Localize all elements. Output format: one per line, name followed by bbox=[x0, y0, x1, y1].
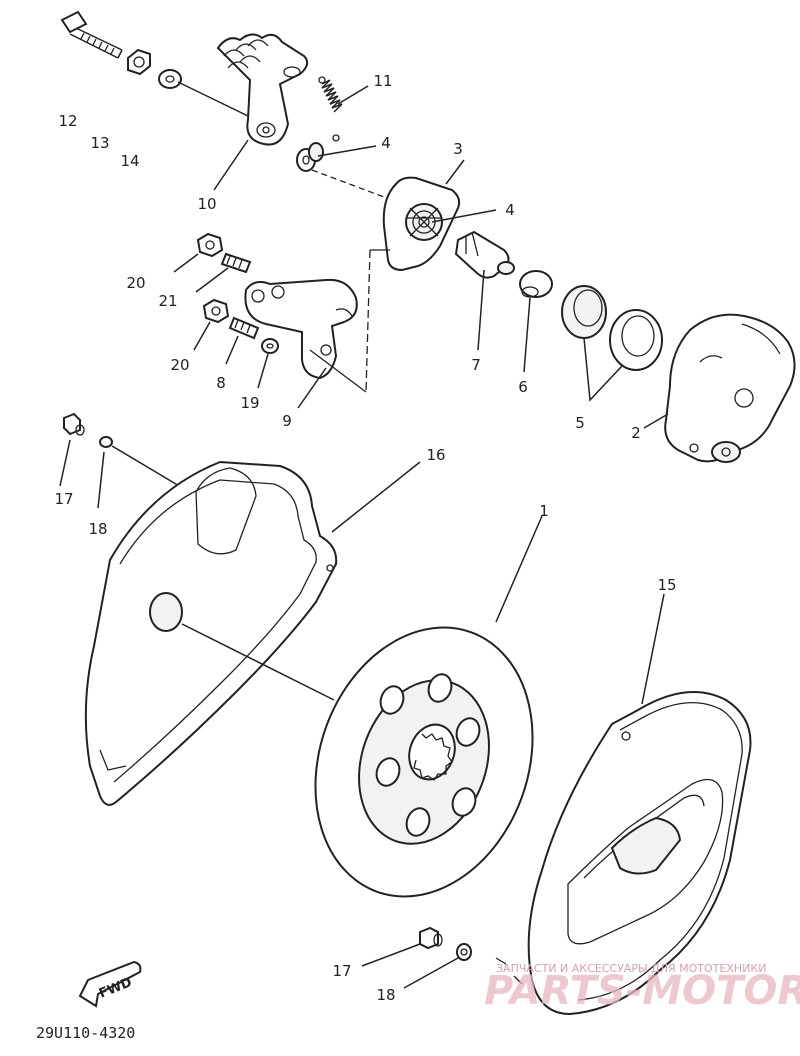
part-17-bolt-lower bbox=[419, 926, 443, 950]
part-13-nut bbox=[127, 48, 151, 76]
fwd-arrow-icon: FWD bbox=[78, 960, 142, 1008]
label-10: 10 bbox=[197, 195, 216, 213]
label-6: 6 bbox=[518, 378, 528, 396]
part-11-spring bbox=[318, 76, 343, 142]
label-2: 2 bbox=[631, 424, 641, 442]
label-15: 15 bbox=[657, 576, 676, 594]
diagram-code: 29U110-4320 bbox=[36, 1024, 135, 1042]
label-4-lower: 4 bbox=[505, 201, 515, 219]
part-18-washer-upper bbox=[99, 436, 113, 448]
label-17-lower: 17 bbox=[332, 962, 351, 980]
part-9-bracket bbox=[244, 278, 358, 380]
label-11: 11 bbox=[373, 72, 392, 90]
label-18-upper: 18 bbox=[88, 520, 107, 538]
part-3-bracket bbox=[382, 176, 461, 272]
part-18-washer-lower bbox=[456, 943, 472, 961]
part-8-stud bbox=[228, 316, 260, 340]
label-18-lower: 18 bbox=[376, 986, 395, 1004]
label-8: 8 bbox=[216, 374, 226, 392]
part-17-bolt-upper bbox=[63, 412, 85, 436]
part-10-lever bbox=[216, 33, 309, 146]
label-9: 9 bbox=[282, 412, 292, 430]
label-20-upper: 20 bbox=[126, 274, 145, 292]
label-13: 13 bbox=[90, 134, 109, 152]
part-15-cover bbox=[495, 691, 752, 1016]
part-1-brake-disc bbox=[314, 626, 534, 898]
part-19-washer bbox=[261, 338, 279, 354]
part-20-nut-upper bbox=[196, 232, 224, 258]
part-5-seal-a bbox=[561, 285, 607, 339]
label-5: 5 bbox=[575, 414, 585, 432]
label-3: 3 bbox=[453, 140, 463, 158]
part-5-seal-b bbox=[609, 309, 663, 371]
label-4-upper: 4 bbox=[381, 134, 391, 152]
watermark-logo: PARTS-MOTOR.RU bbox=[484, 968, 800, 1014]
label-16: 16 bbox=[426, 446, 445, 464]
label-17-upper: 17 bbox=[54, 490, 73, 508]
label-20-lower: 20 bbox=[170, 356, 189, 374]
label-1: 1 bbox=[539, 502, 549, 520]
part-7-pin bbox=[454, 230, 515, 279]
label-12: 12 bbox=[58, 112, 77, 130]
watermark-tagline: ЗАПЧАСТИ И АКСЕССУАРЫ ДЛЯ МОТОТЕХНИКИ bbox=[496, 962, 766, 975]
part-12-bolt bbox=[60, 10, 123, 59]
part-2-caliper bbox=[664, 313, 796, 463]
label-14: 14 bbox=[120, 152, 139, 170]
part-20-nut-lower bbox=[202, 298, 230, 324]
part-4-bushing-upper bbox=[296, 142, 324, 172]
label-7: 7 bbox=[471, 356, 481, 374]
part-14-washer bbox=[158, 69, 182, 89]
label-19: 19 bbox=[240, 394, 259, 412]
part-6-cap bbox=[519, 270, 553, 298]
label-21: 21 bbox=[158, 292, 177, 310]
part-16-dust-cover bbox=[84, 460, 338, 806]
part-21-stud bbox=[220, 252, 252, 274]
